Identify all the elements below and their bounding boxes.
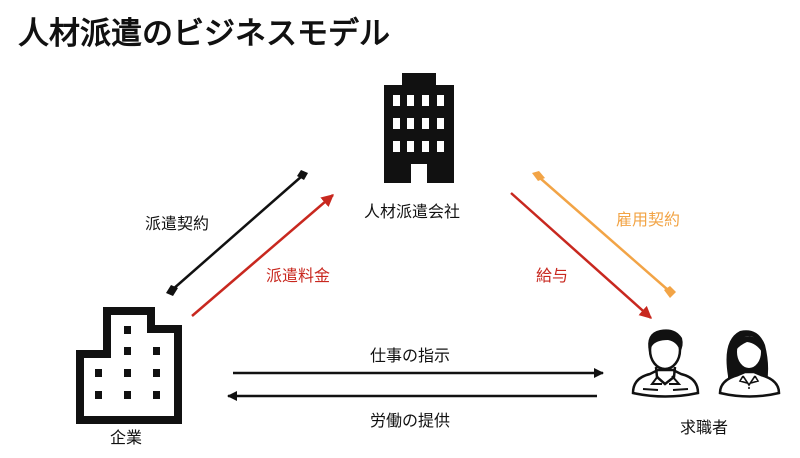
- diamond-end-icon: [664, 286, 676, 298]
- diamond-end-icon: [297, 170, 308, 180]
- diamond-end-icon: [532, 171, 545, 181]
- company-building-icon: [76, 307, 182, 424]
- work-instruction-label: 仕事の指示: [370, 346, 451, 365]
- dispatch-contract-label: 派遣契約: [145, 214, 210, 233]
- employment-contract-label: 雇用契約: [616, 210, 681, 229]
- salary-label: 給与: [536, 266, 569, 285]
- male-person-icon: [631, 329, 700, 398]
- employment-contract-line: [532, 171, 676, 298]
- labor-provision-label: 労働の提供: [370, 411, 451, 430]
- office-building-icon: [384, 73, 454, 183]
- agency-label: 人材派遣会社: [364, 202, 461, 221]
- diamond-end-icon: [166, 285, 178, 296]
- dispatch-fee-label: 派遣料金: [266, 266, 331, 285]
- page-title: 人材派遣のビジネスモデル: [18, 16, 390, 52]
- female-person-icon: [718, 330, 781, 398]
- dispatch-contract-line: [166, 170, 308, 296]
- company-label: 企業: [110, 428, 143, 447]
- salary-arrow: [510, 192, 652, 319]
- jobseekers-label: 求職者: [680, 418, 729, 437]
- dispatch-fee-arrow: [191, 194, 334, 317]
